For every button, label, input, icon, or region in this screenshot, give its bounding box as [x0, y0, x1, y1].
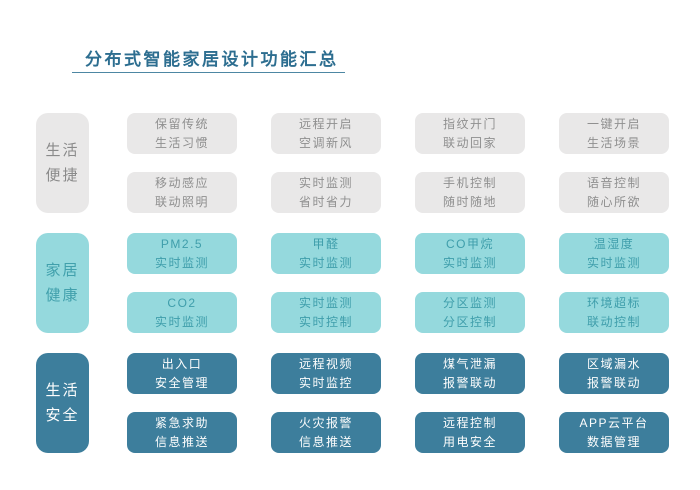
feature-line1: 温湿度 — [593, 236, 635, 251]
section-label-life-safety: 生活 安全 — [36, 353, 89, 453]
feature-card: 实时监测 省时省力 — [271, 172, 381, 213]
feature-card: 紧急求助 信息推送 — [127, 412, 237, 453]
feature-line1: 分区监测 — [442, 295, 497, 310]
section-label-line1: 生活 — [45, 142, 80, 159]
feature-line1: 保留传统 — [154, 116, 209, 131]
feature-line1: 实时监测 — [298, 175, 353, 190]
feature-card: APP云平台 数据管理 — [559, 412, 669, 453]
feature-line1: 火灾报警 — [298, 415, 353, 430]
feature-card: PM2.5 实时监测 — [127, 233, 237, 274]
section-home-health: 家居 健康 PM2.5 实时监测 甲醛 实时监测 CO甲烷 实时监测 温湿度 — [36, 233, 669, 333]
feature-line2: 实时监测 — [442, 255, 497, 270]
feature-card: 远程控制 用电安全 — [415, 412, 525, 453]
feature-line2: 生活习惯 — [154, 135, 209, 150]
feature-line2: 随时随地 — [442, 194, 497, 209]
feature-card: 出入口 安全管理 — [127, 353, 237, 394]
feature-line1: 煤气泄漏 — [442, 356, 497, 371]
feature-line1: 实时监测 — [298, 295, 353, 310]
feature-card: 指纹开门 联动回家 — [415, 113, 525, 154]
feature-card: 一键开启 生活场景 — [559, 113, 669, 154]
feature-line1: 远程控制 — [442, 415, 497, 430]
page-title: 分布式智能家居设计功能汇总 — [85, 50, 339, 69]
feature-card: 实时监测 实时控制 — [271, 292, 381, 333]
feature-line2: 信息推送 — [154, 434, 209, 449]
section-label-line2: 安全 — [45, 407, 80, 424]
feature-line2: 实时监测 — [586, 255, 641, 270]
section-label-line1: 生活 — [45, 382, 80, 399]
feature-line2: 生活场景 — [586, 135, 641, 150]
feature-card: 温湿度 实时监测 — [559, 233, 669, 274]
feature-card: 环境超标 联动控制 — [559, 292, 669, 333]
feature-line2: 数据管理 — [586, 434, 641, 449]
feature-line2: 随心所欲 — [586, 194, 641, 209]
feature-card: 手机控制 随时随地 — [415, 172, 525, 213]
feature-line2: 分区控制 — [442, 314, 497, 329]
feature-card: 语音控制 随心所欲 — [559, 172, 669, 213]
feature-line2: 实时监测 — [154, 255, 209, 270]
feature-line1: APP云平台 — [579, 415, 649, 430]
feature-card: 煤气泄漏 报警联动 — [415, 353, 525, 394]
feature-line2: 联动控制 — [586, 314, 641, 329]
feature-line1: 远程视频 — [298, 356, 353, 371]
feature-line2: 实时监测 — [298, 255, 353, 270]
feature-line1: 远程开启 — [298, 116, 353, 131]
feature-line2: 空调新风 — [298, 135, 353, 150]
feature-line1: 移动感应 — [154, 175, 209, 190]
feature-card: 保留传统 生活习惯 — [127, 113, 237, 154]
section-life-safety: 生活 安全 出入口 安全管理 远程视频 实时监控 煤气泄漏 报警联动 区域漏水 — [36, 353, 669, 453]
section-label-line2: 便捷 — [45, 167, 80, 184]
feature-line1: CO甲烷 — [445, 236, 494, 251]
feature-line1: 出入口 — [161, 356, 203, 371]
feature-line2: 实时控制 — [298, 314, 353, 329]
section-items: 保留传统 生活习惯 远程开启 空调新风 指纹开门 联动回家 一键开启 生活场景 … — [127, 113, 669, 213]
feature-line1: 一键开启 — [586, 116, 641, 131]
feature-card: 甲醛 实时监测 — [271, 233, 381, 274]
feature-card: 区域漏水 报警联动 — [559, 353, 669, 394]
feature-line2: 报警联动 — [442, 375, 497, 390]
feature-line2: 安全管理 — [154, 375, 209, 390]
section-label-life-convenience: 生活 便捷 — [36, 113, 89, 213]
feature-card: CO2 实时监测 — [127, 292, 237, 333]
feature-line2: 联动照明 — [154, 194, 209, 209]
feature-line1: 环境超标 — [586, 295, 641, 310]
feature-card: 移动感应 联动照明 — [127, 172, 237, 213]
section-label-line1: 家居 — [45, 262, 80, 279]
feature-line1: 紧急求助 — [154, 415, 209, 430]
feature-line1: 手机控制 — [442, 175, 497, 190]
feature-line1: 甲醛 — [312, 236, 340, 251]
feature-line2: 报警联动 — [586, 375, 641, 390]
feature-line1: PM2.5 — [160, 236, 204, 251]
title-underline — [72, 72, 345, 73]
section-label-line2: 健康 — [45, 287, 80, 304]
feature-line2: 省时省力 — [298, 194, 353, 209]
feature-board: 生活 便捷 保留传统 生活习惯 远程开启 空调新风 指纹开门 联动回家 一键开启 — [36, 113, 669, 473]
section-items: PM2.5 实时监测 甲醛 实时监测 CO甲烷 实时监测 温湿度 实时监测 CO… — [127, 233, 669, 333]
feature-card: 远程视频 实时监控 — [271, 353, 381, 394]
feature-line2: 用电安全 — [442, 434, 497, 449]
section-items: 出入口 安全管理 远程视频 实时监控 煤气泄漏 报警联动 区域漏水 报警联动 紧… — [127, 353, 669, 453]
feature-line2: 实时监控 — [298, 375, 353, 390]
feature-line1: 指纹开门 — [442, 116, 497, 131]
feature-line1: 语音控制 — [586, 175, 641, 190]
section-life-convenience: 生活 便捷 保留传统 生活习惯 远程开启 空调新风 指纹开门 联动回家 一键开启 — [36, 113, 669, 213]
feature-line2: 联动回家 — [442, 135, 497, 150]
feature-line1: CO2 — [167, 295, 197, 310]
feature-card: 远程开启 空调新风 — [271, 113, 381, 154]
feature-line2: 信息推送 — [298, 434, 353, 449]
feature-card: 火灾报警 信息推送 — [271, 412, 381, 453]
feature-line1: 区域漏水 — [586, 356, 641, 371]
feature-card: 分区监测 分区控制 — [415, 292, 525, 333]
feature-line2: 实时监测 — [154, 314, 209, 329]
feature-card: CO甲烷 实时监测 — [415, 233, 525, 274]
section-label-home-health: 家居 健康 — [36, 233, 89, 333]
